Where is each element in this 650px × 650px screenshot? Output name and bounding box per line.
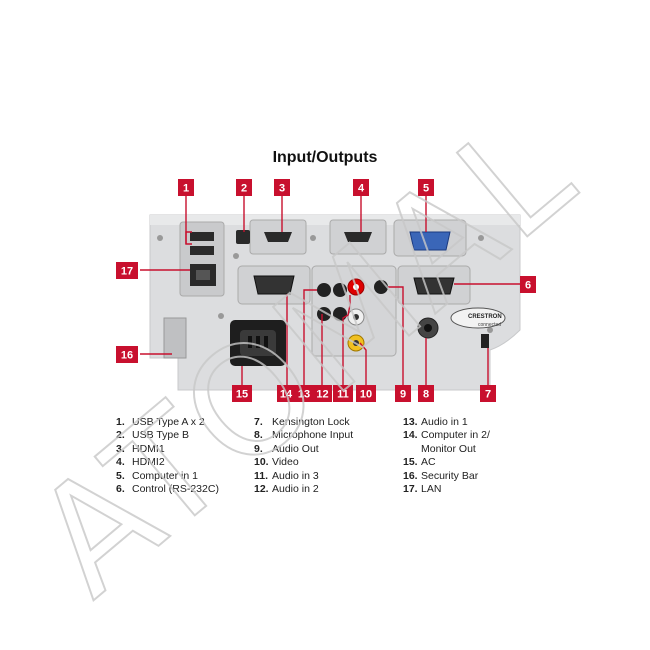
svg-text:10: 10 bbox=[360, 389, 372, 401]
svg-text:5: 5 bbox=[423, 183, 429, 195]
usb-b-port bbox=[236, 230, 250, 244]
legend-item: 12.Audio in 2 bbox=[254, 483, 319, 496]
legend-item: 3.HDMI1 bbox=[116, 442, 165, 455]
legend-column-3: 13.Audio in 1 14.Computer in 2/ Monitor … bbox=[403, 416, 490, 496]
svg-text:9: 9 bbox=[400, 389, 406, 401]
callout-3: 3 bbox=[274, 179, 290, 196]
svg-text:14: 14 bbox=[280, 389, 293, 401]
legend-item: 1.USB Type A x 2 bbox=[116, 416, 205, 428]
svg-text:2: 2 bbox=[241, 183, 247, 195]
callout-1: 1 bbox=[178, 179, 194, 196]
security-bar bbox=[163, 317, 187, 359]
computer-in-2-port bbox=[253, 275, 295, 295]
callout-10: 10 bbox=[356, 385, 376, 402]
svg-text:12: 12 bbox=[316, 389, 328, 401]
legend-item: 16.Security Bar bbox=[403, 469, 479, 482]
usb-a-port-2 bbox=[190, 246, 214, 255]
svg-text:15: 15 bbox=[236, 389, 248, 401]
hdmi1-port bbox=[264, 232, 292, 242]
legend-item: 2.USB Type B bbox=[116, 429, 190, 442]
callout-15: 15 bbox=[232, 385, 252, 402]
legend-item: 14.Computer in 2/ bbox=[403, 429, 490, 442]
legend-item: 8.Microphone Input bbox=[254, 429, 354, 442]
callout-12: 12 bbox=[313, 385, 332, 402]
legend-item: 13.Audio in 1 bbox=[403, 416, 468, 428]
svg-text:4: 4 bbox=[358, 183, 365, 195]
callout-7: 7 bbox=[480, 385, 496, 402]
svg-text:ATOMAL: ATOMAL bbox=[4, 84, 606, 629]
svg-text:3: 3 bbox=[279, 183, 285, 195]
legend-item: 10.Video bbox=[254, 456, 299, 469]
audio-in-2-jack bbox=[317, 307, 331, 321]
rs232-port bbox=[413, 277, 455, 295]
callout-4: 4 bbox=[353, 179, 369, 196]
svg-text:16: 16 bbox=[121, 350, 133, 362]
svg-text:CRESTRON: CRESTRON bbox=[468, 314, 502, 320]
legend-item: 9.Audio Out bbox=[254, 442, 319, 455]
svg-text:1: 1 bbox=[183, 183, 189, 195]
kensington-slot bbox=[481, 334, 489, 348]
audio-out-jack bbox=[374, 280, 388, 294]
svg-text:7: 7 bbox=[485, 389, 491, 401]
legend-column-1: 1.USB Type A x 2 2.USB Type B 3.HDMI1 4.… bbox=[116, 416, 219, 496]
callout-14: 14 bbox=[277, 385, 295, 402]
svg-text:connected: connected bbox=[478, 322, 501, 328]
screw bbox=[478, 235, 484, 241]
crestron-badge: CRESTRON connected bbox=[450, 307, 506, 329]
legend-item: 7.Kensington Lock bbox=[254, 416, 350, 428]
leader-lines bbox=[140, 196, 520, 385]
screw bbox=[233, 253, 239, 259]
callout-11: 11 bbox=[333, 385, 353, 402]
computer-in-1-port bbox=[409, 231, 451, 251]
lan-port-socket bbox=[196, 270, 210, 280]
callout-9: 9 bbox=[395, 385, 411, 402]
audio-in-3-jack bbox=[333, 283, 347, 297]
legend-item: 17.LAN bbox=[403, 483, 442, 496]
screw bbox=[310, 235, 316, 241]
legend-item: Monitor Out bbox=[421, 442, 476, 455]
svg-text:17: 17 bbox=[121, 266, 133, 278]
callout-8: 8 bbox=[418, 385, 434, 402]
svg-text:8: 8 bbox=[423, 389, 429, 401]
callout-13: 13 bbox=[295, 385, 313, 402]
callout-16: 16 bbox=[116, 346, 138, 363]
legend-item: 4.HDMI2 bbox=[116, 456, 165, 469]
screw bbox=[487, 327, 493, 333]
svg-text:13: 13 bbox=[298, 389, 310, 401]
screw bbox=[218, 313, 224, 319]
hdmi2-port bbox=[344, 232, 372, 242]
callout-5: 5 bbox=[418, 179, 434, 196]
legend-item: 11.Audio in 3 bbox=[254, 469, 319, 482]
callout-6: 6 bbox=[520, 276, 536, 293]
screw bbox=[157, 235, 163, 241]
svg-text:11: 11 bbox=[337, 389, 349, 401]
legend-item: 15.AC bbox=[403, 456, 436, 469]
callout-17: 17 bbox=[116, 262, 138, 279]
legend-item: 6.Control (RS-232C) bbox=[116, 483, 219, 496]
svg-text:6: 6 bbox=[525, 280, 531, 292]
usb-a-port-1 bbox=[190, 232, 214, 241]
legend-item: 5.Computer in 1 bbox=[116, 469, 198, 482]
diagram-title: Input/Outputs bbox=[272, 149, 378, 166]
audio-in-1-jack bbox=[317, 283, 331, 297]
callout-2: 2 bbox=[236, 179, 252, 196]
legend-column-2: 7.Kensington Lock 8.Microphone Input 9.A… bbox=[254, 416, 353, 496]
